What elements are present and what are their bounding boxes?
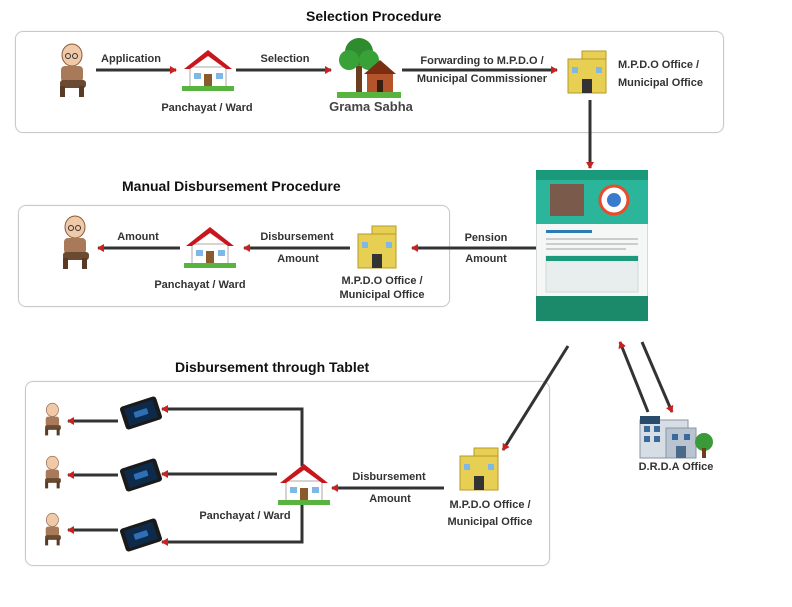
elderly-person-icon bbox=[45, 512, 61, 546]
manual-panchayat-label: Panchayat / Ward bbox=[154, 279, 246, 291]
tablet-disbursement-label: Disbursement bbox=[352, 471, 426, 483]
drda-office-icon bbox=[639, 416, 713, 459]
manual-disbursement-title: Manual Disbursement Procedure bbox=[122, 178, 341, 194]
mpdo-office-icon bbox=[567, 50, 607, 94]
grama-sabha-icon bbox=[337, 38, 401, 98]
forwarding-label-line2: Municipal Commissioner bbox=[416, 73, 548, 85]
panchayat-label: Panchayat / Ward bbox=[161, 102, 253, 114]
grama-sabha-label: Grama Sabha bbox=[329, 99, 413, 114]
drda-to-portal-arrow bbox=[618, 341, 650, 413]
pension-label: Pension bbox=[464, 232, 508, 244]
tablet-amount-label: Amount bbox=[369, 493, 411, 505]
elderly-person-icon bbox=[60, 43, 86, 97]
mpdo-office-label-line2: Municipal Office bbox=[618, 77, 703, 89]
portal-to-office-arrow bbox=[501, 345, 570, 451]
portal-to-drda-arrow bbox=[640, 341, 674, 413]
tablet-icon bbox=[120, 458, 162, 492]
panchayat-to-tablet-1-arrow bbox=[161, 405, 304, 466]
forwarding-label-line1: Forwarding to M.P.D.O / bbox=[420, 55, 544, 67]
application-label: Application bbox=[101, 53, 161, 65]
drda-office-label: D.R.D.A Office bbox=[638, 461, 714, 473]
mpdo-office-icon bbox=[357, 225, 397, 269]
elderly-person-icon bbox=[45, 455, 61, 489]
manual-disbursement-amount-label: Amount bbox=[277, 253, 319, 265]
tablet-office-label-line1: M.P.D.O Office / bbox=[449, 499, 531, 511]
tablet-icon bbox=[120, 396, 162, 430]
mpdo-office-label-line1: M.P.D.O Office / bbox=[618, 59, 700, 71]
elderly-person-icon bbox=[45, 402, 61, 436]
elderly-person-icon bbox=[63, 215, 89, 269]
tablet-icon bbox=[120, 518, 162, 552]
manual-office-label-line1: M.P.D.O Office / bbox=[341, 275, 423, 287]
tablet-office-label-line2: Municipal Office bbox=[447, 516, 533, 528]
house-icon bbox=[182, 50, 234, 91]
house-icon bbox=[184, 227, 236, 268]
selection-procedure-title: Selection Procedure bbox=[306, 8, 442, 24]
tablet-panchayat-label: Panchayat / Ward bbox=[199, 510, 291, 522]
pension-portal-screenshot bbox=[536, 170, 648, 321]
selection-label: Selection bbox=[260, 53, 310, 65]
house-icon bbox=[278, 464, 330, 505]
tablet-disbursement-title: Disbursement through Tablet bbox=[175, 359, 370, 375]
manual-amount-label: Amount bbox=[117, 231, 159, 243]
panchayat-to-tablet-3-arrow bbox=[161, 505, 304, 546]
manual-office-label-line2: Municipal Office bbox=[339, 289, 425, 301]
manual-disbursement-label: Disbursement bbox=[260, 231, 334, 243]
mpdo-office-icon bbox=[459, 447, 499, 491]
pension-amount-label: Amount bbox=[465, 253, 507, 265]
